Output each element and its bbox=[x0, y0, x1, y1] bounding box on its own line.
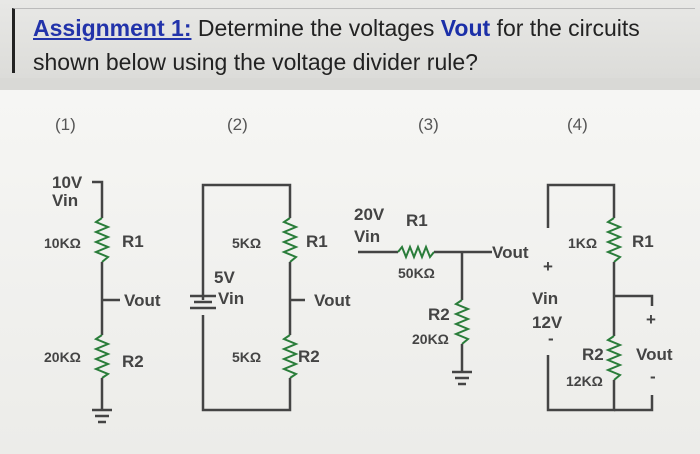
c1-top-wire bbox=[92, 180, 104, 218]
c4-plus-right: + bbox=[646, 310, 656, 329]
c4-r1-value: 1KΩ bbox=[568, 235, 597, 251]
title-text-part1: Determine the voltages bbox=[191, 15, 441, 41]
c1-r1-resistor bbox=[93, 217, 111, 263]
circuit-1-number: (1) bbox=[55, 115, 76, 134]
c3-r1-name: R1 bbox=[406, 211, 428, 230]
c4-r2-name: R2 bbox=[582, 345, 604, 364]
circuit-4: 1KΩ R1 + Vin 12V - + R2 Vout 12KΩ - bbox=[532, 183, 673, 412]
c2-top-wire bbox=[201, 183, 292, 300]
c2-r1-value: 5KΩ bbox=[232, 235, 261, 251]
c1-r1-name: R1 bbox=[122, 232, 144, 251]
circuit-2: 5KΩ R1 Vout 5KΩ R2 5V Vin bbox=[190, 183, 351, 412]
c4-vout-top-wire bbox=[614, 294, 654, 306]
c1-source-name: Vin bbox=[52, 191, 78, 210]
c3-r1-resistor bbox=[397, 244, 435, 260]
c2-source-value: 5V bbox=[214, 268, 235, 287]
c4-r2-value: 12KΩ bbox=[566, 373, 603, 389]
title-band bbox=[0, 0, 700, 78]
c4-source-name: Vin bbox=[532, 289, 558, 308]
c1-r2-name: R2 bbox=[122, 352, 144, 371]
circuit-panel bbox=[0, 90, 700, 454]
c4-r2-resistor bbox=[605, 335, 623, 381]
c4-bottom-wire bbox=[546, 355, 616, 412]
circuit-3-number: (3) bbox=[418, 115, 439, 134]
circuit-1: 10V Vin 10KΩ R1 Vout 20KΩ R2 bbox=[44, 173, 161, 424]
c1-source-value: 10V bbox=[52, 173, 83, 192]
c2-output: Vout bbox=[314, 291, 351, 310]
c3-output: Vout bbox=[492, 243, 529, 262]
c4-r1-resistor bbox=[605, 217, 623, 263]
c4-vout-bottom-wire bbox=[614, 395, 654, 412]
c3-r2-value: 20KΩ bbox=[412, 331, 449, 347]
c4-top-wire bbox=[546, 183, 616, 228]
c2-r1-name: R1 bbox=[306, 232, 328, 251]
c2-bottom-wire bbox=[201, 315, 292, 412]
c4-minus-left: - bbox=[548, 329, 554, 348]
c2-r1-resistor bbox=[281, 217, 299, 263]
title-text-part2: for the circuits bbox=[490, 15, 640, 41]
c2-r2-resistor bbox=[281, 334, 299, 379]
c3-r2-name: R2 bbox=[428, 305, 450, 324]
assignment-label: Assignment 1: bbox=[33, 15, 192, 41]
c4-output: Vout bbox=[636, 345, 673, 364]
c4-r1-name: R1 bbox=[632, 232, 654, 251]
c3-r2-resistor bbox=[453, 299, 471, 345]
title-frame: Assignment 1: Determine the voltages Vou… bbox=[12, 8, 695, 75]
circuit-2-number: (2) bbox=[227, 115, 248, 134]
c4-source-value: 12V bbox=[532, 313, 563, 332]
c3-r1-value: 50KΩ bbox=[398, 265, 435, 281]
c2-source-name: Vin bbox=[218, 289, 244, 308]
title-vout: Vout bbox=[440, 15, 491, 41]
assignment-title-line1: Assignment 1: Determine the voltages Vou… bbox=[33, 15, 640, 42]
c1-output: Vout bbox=[124, 291, 161, 310]
c1-r1-value: 10KΩ bbox=[44, 235, 81, 251]
assignment-title-line2: shown below using the voltage divider ru… bbox=[33, 49, 478, 75]
c1-r2-resistor bbox=[93, 334, 111, 379]
circuit-3: 20V Vin R1 Vout 50KΩ R2 20KΩ bbox=[354, 205, 529, 386]
c4-plus-left: + bbox=[543, 257, 553, 276]
c1-r2-value: 20KΩ bbox=[44, 349, 81, 365]
c3-source-value: 20V bbox=[354, 205, 385, 224]
circuit-4-number: (4) bbox=[567, 115, 588, 134]
c4-minus-right: - bbox=[650, 367, 656, 386]
c2-r2-name: R2 bbox=[298, 347, 320, 366]
c3-source-name: Vin bbox=[354, 227, 380, 246]
c2-r2-value: 5KΩ bbox=[232, 349, 261, 365]
